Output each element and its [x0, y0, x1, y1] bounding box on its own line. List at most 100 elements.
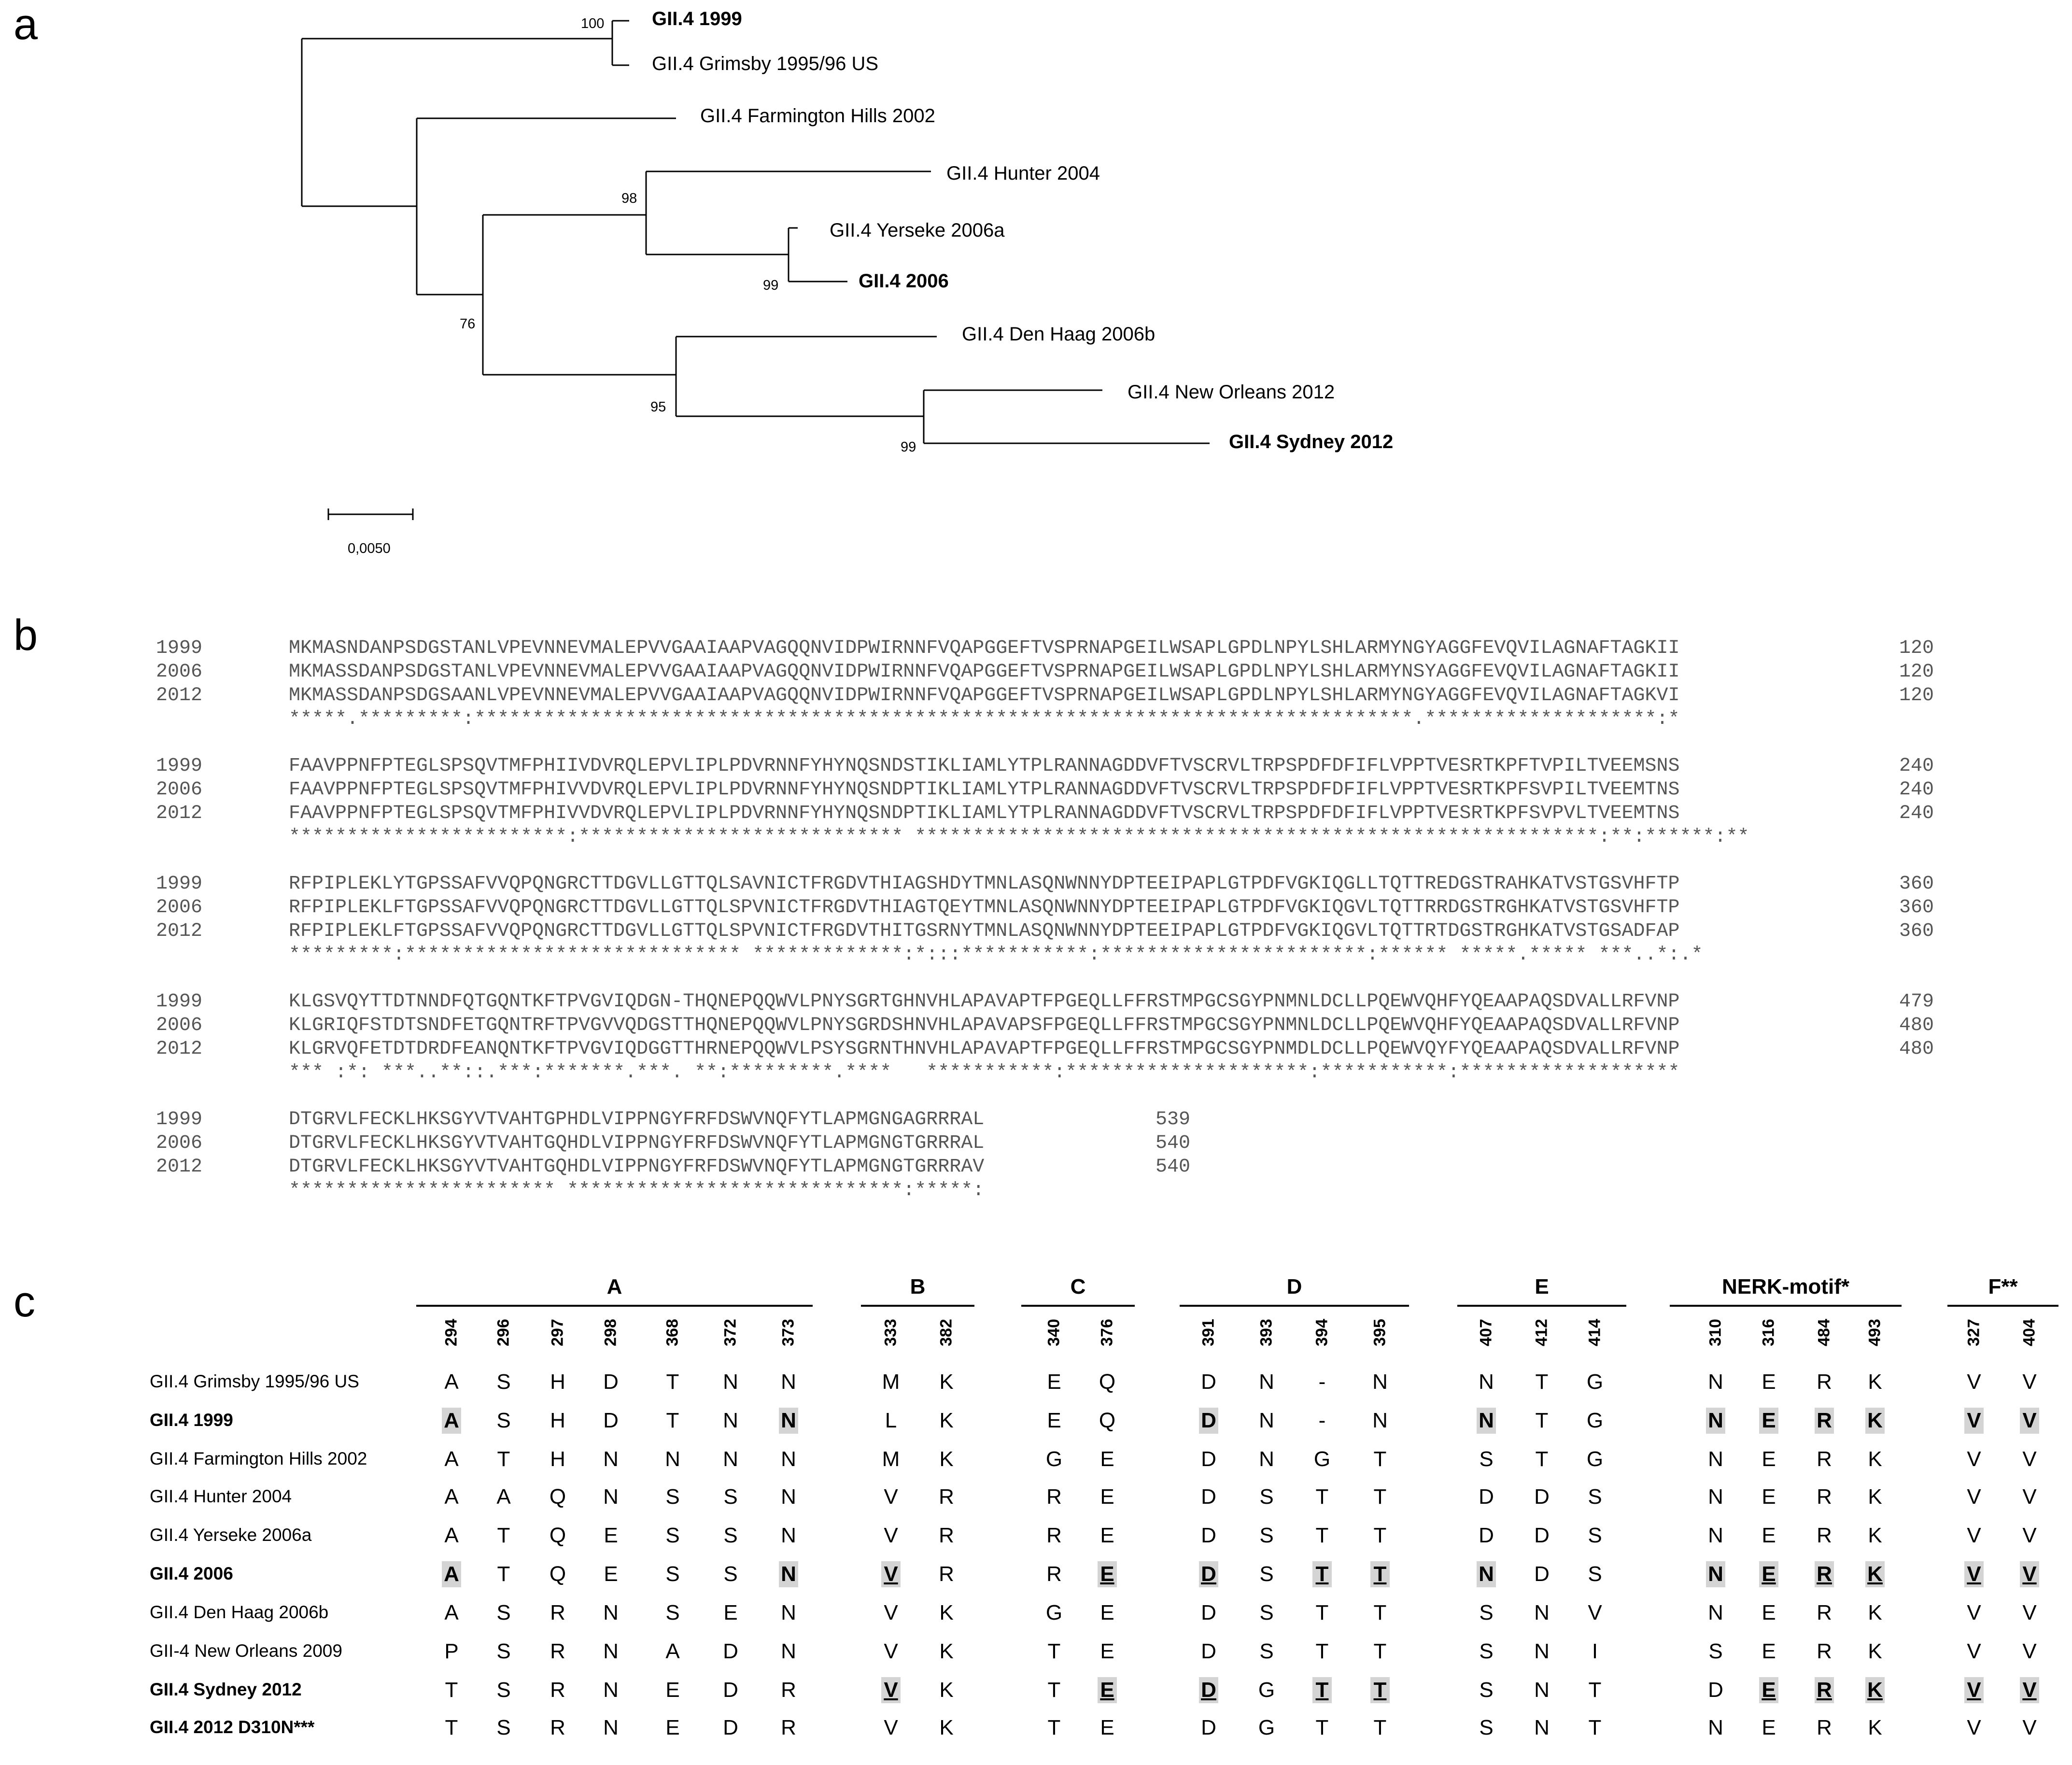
residue-position: 493	[1865, 1319, 1884, 1346]
residue-cell: S	[1479, 1601, 1494, 1624]
alignment-position: 240	[1899, 755, 1934, 777]
region-underline	[861, 1305, 974, 1307]
residue-cell: S	[1479, 1639, 1494, 1663]
residue-cell: T	[497, 1524, 510, 1547]
strain-name: GII.4 Grimsby 1995/96 US	[150, 1371, 359, 1391]
residue-cell: G	[1586, 1447, 1604, 1471]
residue-cell: V	[1964, 1677, 1984, 1703]
strain-name: GII.4 2006	[150, 1564, 233, 1583]
residue-cell: S	[496, 1370, 511, 1394]
residue-cell: Q	[1099, 1409, 1116, 1432]
residue-position: 391	[1199, 1319, 1218, 1346]
residue-cell: N	[1706, 1561, 1725, 1587]
residue-cell: R	[1817, 1716, 1832, 1739]
residue-cell: D	[1479, 1485, 1494, 1509]
consensus-symbols: ************************:***************…	[289, 826, 1749, 848]
residue-cell: T	[1535, 1409, 1549, 1432]
residue-cell: T	[1373, 1639, 1387, 1663]
residue-cell: K	[1865, 1677, 1885, 1703]
alignment-seq-name: 2012	[156, 685, 203, 706]
residue-cell: S	[665, 1485, 680, 1509]
residue-cell: T	[1370, 1561, 1390, 1587]
residue-cell: S	[1259, 1639, 1274, 1663]
residue-cell: E	[1100, 1447, 1114, 1471]
residue-position: 382	[937, 1319, 956, 1346]
alignment-seq-name: 1999	[156, 755, 203, 777]
alignment-sequence: DTGRVLFECKLHKSGYVTVAHTGQHDLVIPPNGYFRFDSW…	[289, 1156, 985, 1178]
residue-cell: T	[1588, 1716, 1602, 1739]
strain-name: GII.4 Farmington Hills 2002	[150, 1449, 367, 1468]
consensus-symbols: *********:***************************** …	[289, 944, 1703, 966]
residue-cell: K	[939, 1716, 954, 1739]
residue-cell: D	[723, 1678, 738, 1702]
residue-cell: K	[1865, 1408, 1885, 1434]
residue-cell: V	[1967, 1639, 1981, 1663]
tree-leaf-label: GII.4 2006	[859, 270, 949, 292]
residue-cell: H	[550, 1370, 565, 1394]
residue-cell: G	[1045, 1447, 1063, 1471]
panel-label-c: c	[14, 1278, 35, 1326]
residue-cell: E	[723, 1601, 738, 1624]
alignment-block: 1999 FAAVPPNFPTEGLSPSQVTMFPHIIVDVRQLEPVLI…	[156, 755, 1943, 873]
residue-cell: S	[496, 1409, 511, 1432]
residue-cell: D	[1479, 1524, 1494, 1547]
residue-cell: T	[445, 1716, 458, 1739]
residue-cell: N	[1259, 1370, 1274, 1394]
residue-cell: T	[1047, 1716, 1061, 1739]
strain-name: GII.4 Sydney 2012	[150, 1680, 302, 1699]
region-underline	[1457, 1305, 1626, 1307]
residue-cell: S	[723, 1524, 738, 1547]
residue-cell: Q	[549, 1562, 566, 1586]
residue-cell: N	[1372, 1370, 1388, 1394]
alignment-position: 120	[1899, 685, 1934, 706]
residue-cell: T	[1312, 1561, 1332, 1587]
residue-cell: R	[550, 1716, 565, 1739]
residue-cell: H	[550, 1447, 565, 1471]
residue-cell: R	[550, 1639, 565, 1663]
residue-cell: R	[1817, 1447, 1832, 1471]
residue-cell: D	[1199, 1561, 1218, 1587]
alignment-sequence: MKMASSDANPSDGSTANLVPEVNNEVMALEPVVGAAIAAP…	[289, 661, 1680, 683]
residue-cell: R	[1815, 1677, 1834, 1703]
bootstrap-value: 76	[460, 316, 476, 332]
residue-cell: R	[781, 1678, 796, 1702]
tree-leaf-label: GII.4 1999	[652, 8, 742, 29]
residue-cell: R	[939, 1562, 954, 1586]
residue-cell: S	[1588, 1485, 1602, 1509]
region-underline	[416, 1305, 813, 1307]
residue-cell: E	[1100, 1601, 1114, 1624]
residue-position: 296	[494, 1319, 513, 1346]
alignment-sequence: FAAVPPNFPTEGLSPSQVTMFPHIIVDVRQLEPVLIPLPD…	[289, 755, 1680, 777]
residue-position: 393	[1257, 1319, 1276, 1346]
residue-cell: N	[1259, 1409, 1274, 1432]
residue-cell: V	[884, 1601, 898, 1624]
residue-cell: D	[723, 1716, 738, 1739]
residue-cell: -	[1318, 1370, 1326, 1394]
residue-cell: N	[1259, 1447, 1274, 1471]
residue-cell: V	[1967, 1716, 1981, 1739]
strain-name: GII.4 1999	[150, 1410, 233, 1430]
alignment-seq-name: 1999	[156, 1109, 203, 1130]
residue-cell: V	[884, 1639, 898, 1663]
residue-cell: K	[939, 1639, 954, 1663]
residue-cell: A	[665, 1639, 680, 1663]
residue-cell: T	[497, 1562, 510, 1586]
residue-cell: T	[1315, 1524, 1329, 1547]
residue-cell: S	[496, 1639, 511, 1663]
residue-position: 298	[601, 1319, 620, 1346]
region-underline	[1670, 1305, 1902, 1307]
residue-cell: V	[884, 1485, 898, 1509]
residue-cell: T	[1315, 1716, 1329, 1739]
alignment-seq-name: 2012	[156, 920, 203, 942]
residue-cell: E	[1047, 1370, 1061, 1394]
region-label: B	[910, 1275, 926, 1299]
residue-position: 484	[1815, 1319, 1833, 1346]
alignment-position: 479	[1899, 991, 1934, 1013]
residue-cell: T	[1373, 1524, 1387, 1547]
residue-cell: V	[884, 1716, 898, 1739]
residue-cell: R	[1817, 1639, 1832, 1663]
alignment-position: 240	[1899, 779, 1934, 801]
residue-cell: R	[550, 1601, 565, 1624]
